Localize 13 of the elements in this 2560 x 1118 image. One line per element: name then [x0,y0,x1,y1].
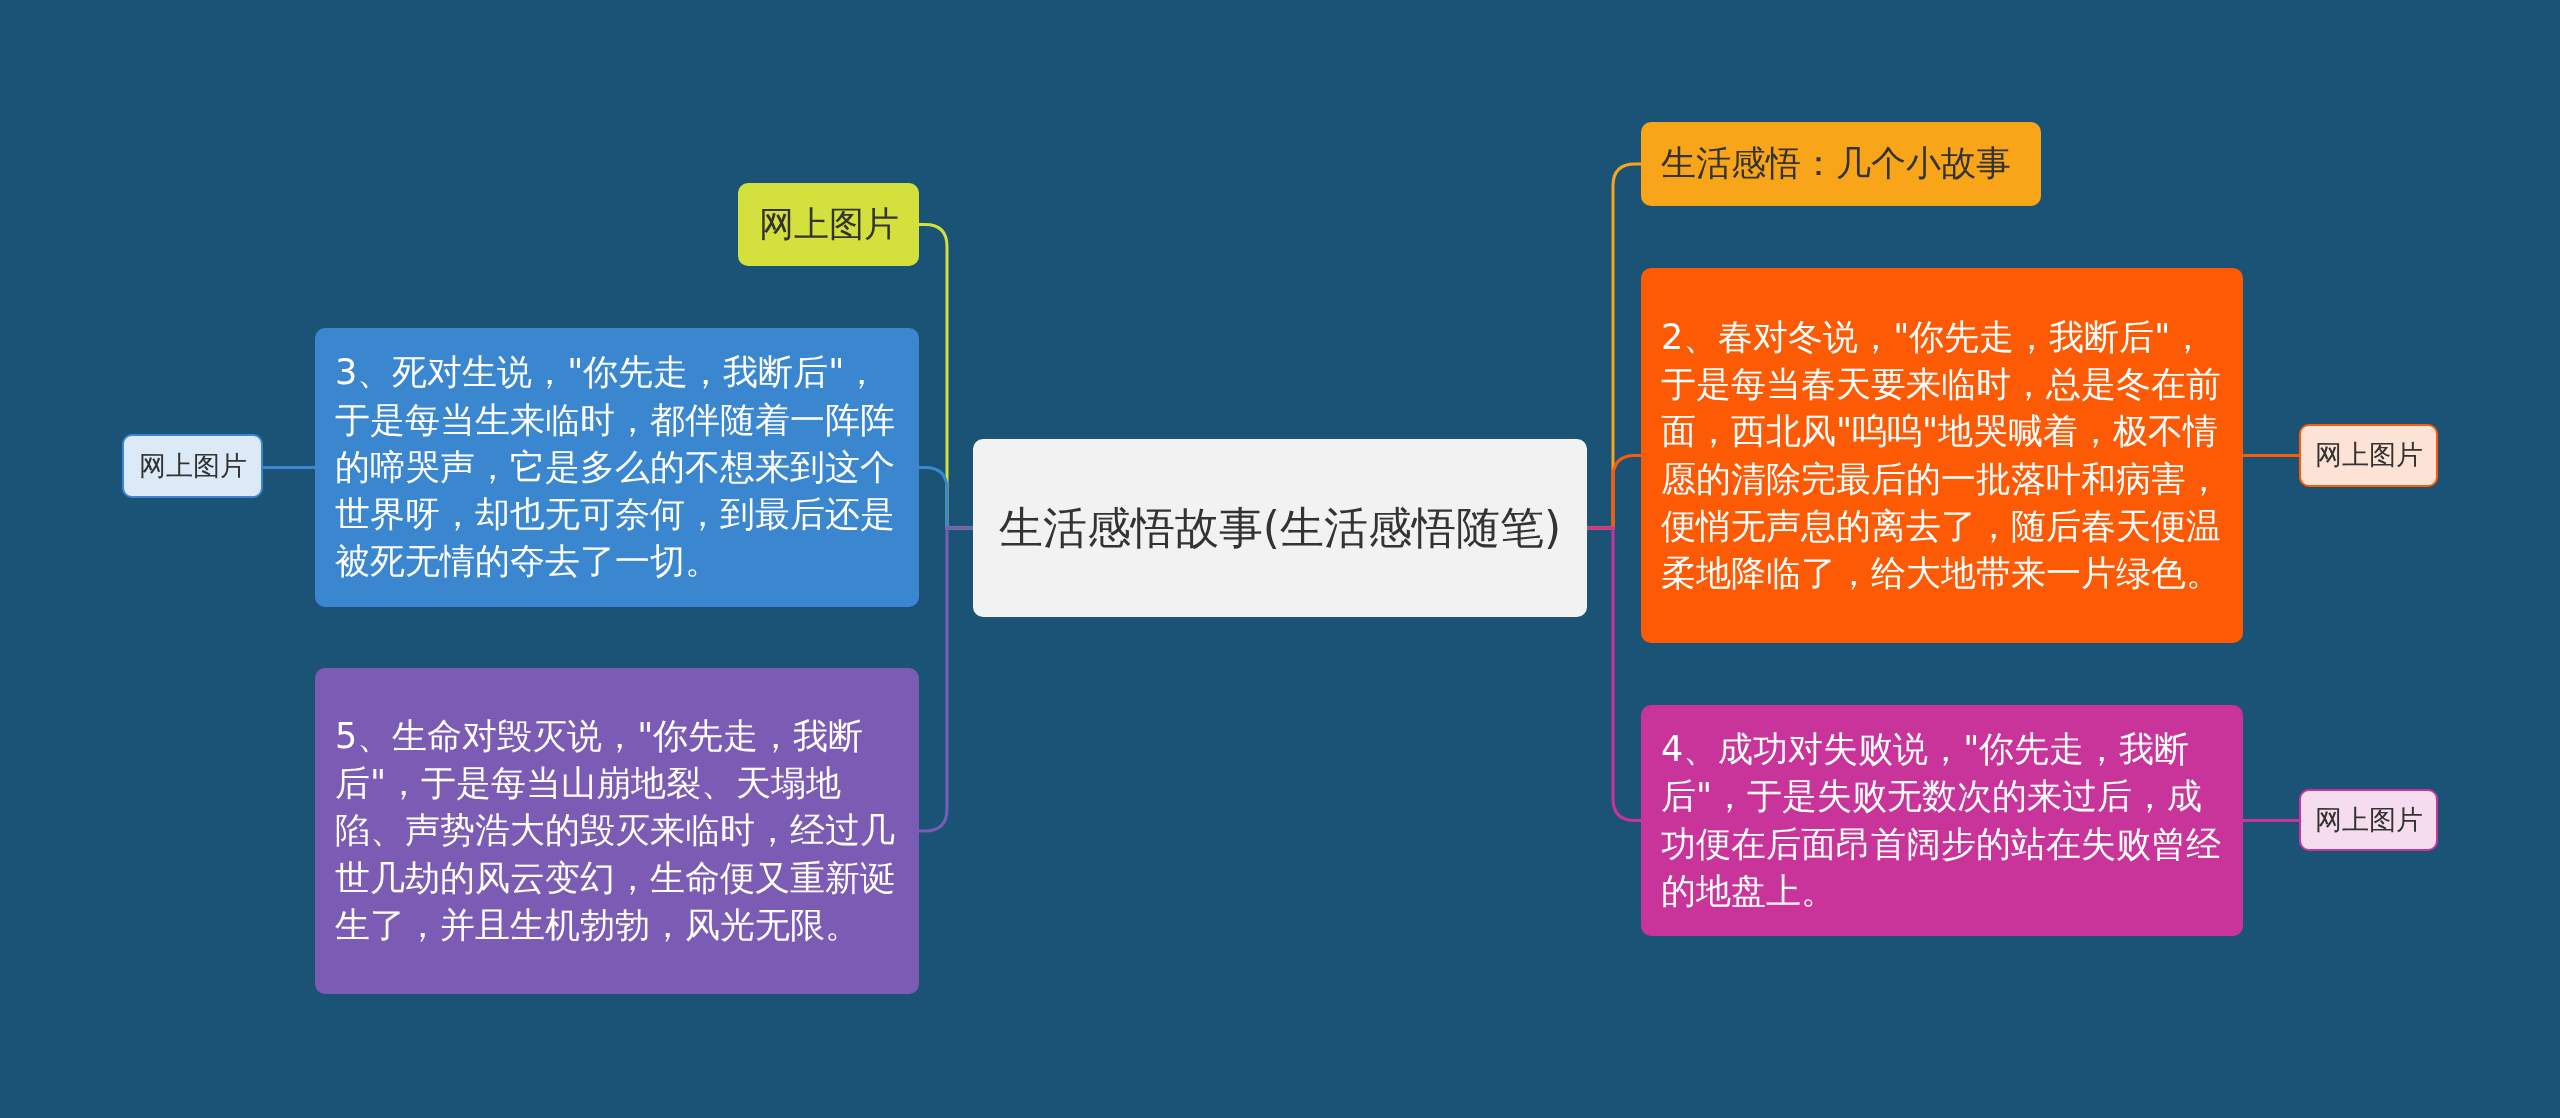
subtopic-box: 网上图片 [122,434,263,498]
topic-box: 2、春对冬说，"你先走，我断后"，于是每当春天要来临时，总是冬在前面，西北风"呜呜"地哭喊着，极不情愿的清除完最后的一批落叶和病害，便悄无声息的离去了，随后春天便温柔地降临了，给大地带来一片绿色。 [1641,268,2243,643]
central-topic-box: 生活感悟故事(生活感悟随笔) [973,439,1587,617]
topic-box: 生活感悟：几个小故事 [1641,122,2041,206]
subtopic-box: 网上图片 [2299,789,2438,851]
subtopic-box: 网上图片 [2299,424,2438,487]
topic-box: 4、成功对失败说，"你先走，我断后"，于是失败无数次的来过后，成功便在后面昂首阔步的站在失败曾经的地盘上。 [1641,705,2243,936]
connector-line [263,466,315,469]
connector-line [2243,819,2299,822]
topic-box: 网上图片 [738,183,919,266]
topic-box: 3、死对生说，"你先走，我断后"，于是每当生来临时，都伴随着一阵阵的啼哭声，它是多么的不想来到这个世界呀，却也无可奈何，到最后还是被死无情的夺去了一切。 [315,328,919,607]
connector-line [2243,454,2299,457]
topic-box: 5、生命对毁灭说，"你先走，我断后"，于是每当山崩地裂、天塌地陷、声势浩大的毁灭来临时，经过几世几劫的风云变幻，生命便又重新诞生了，并且生机勃勃，风光无限。 [315,668,919,994]
